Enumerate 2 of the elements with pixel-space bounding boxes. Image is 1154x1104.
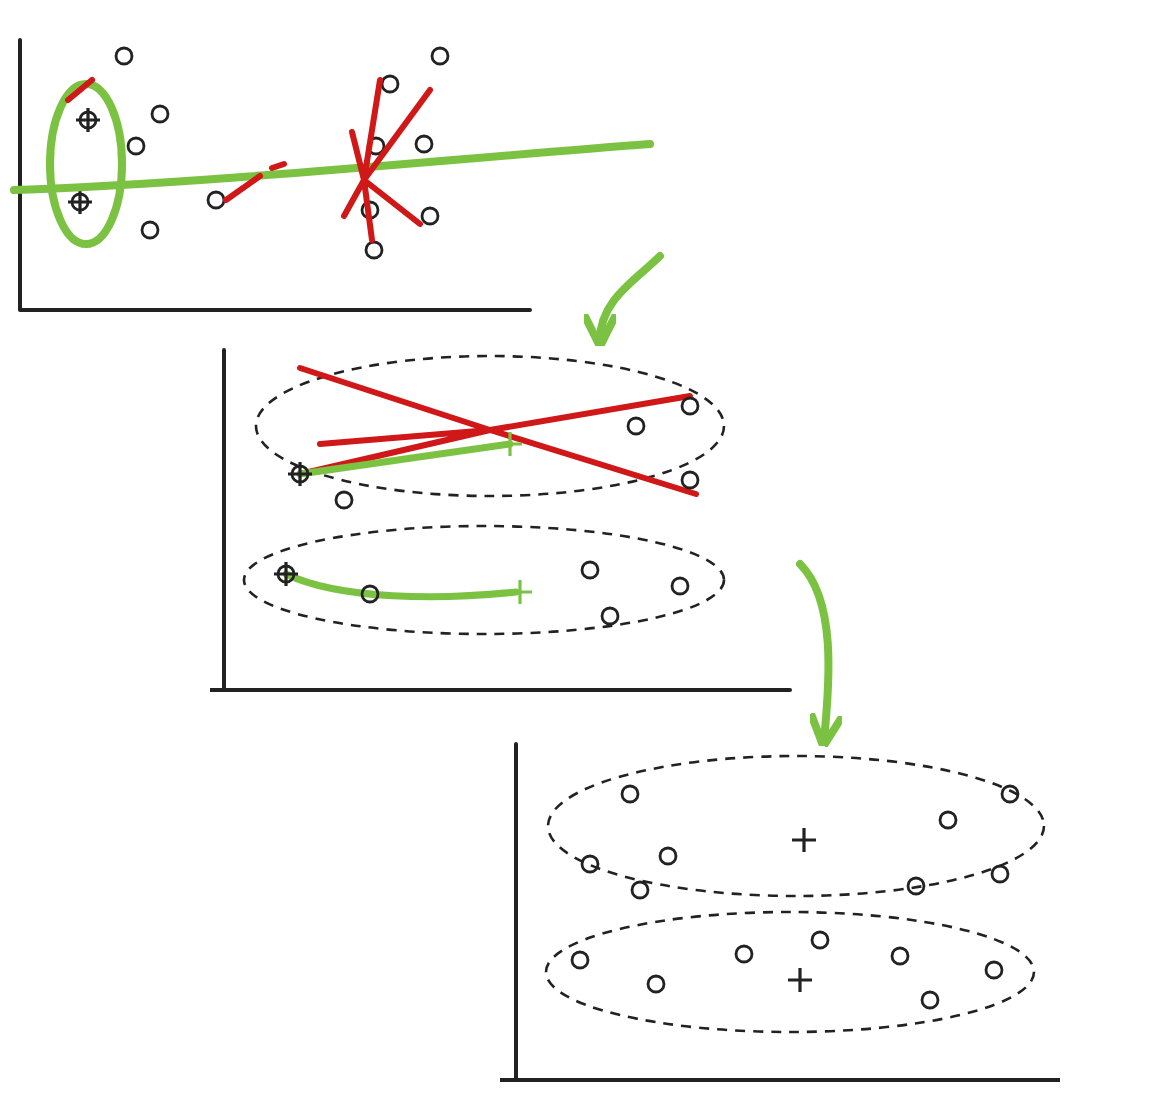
arrow [796, 560, 847, 751]
arrow [581, 252, 664, 351]
